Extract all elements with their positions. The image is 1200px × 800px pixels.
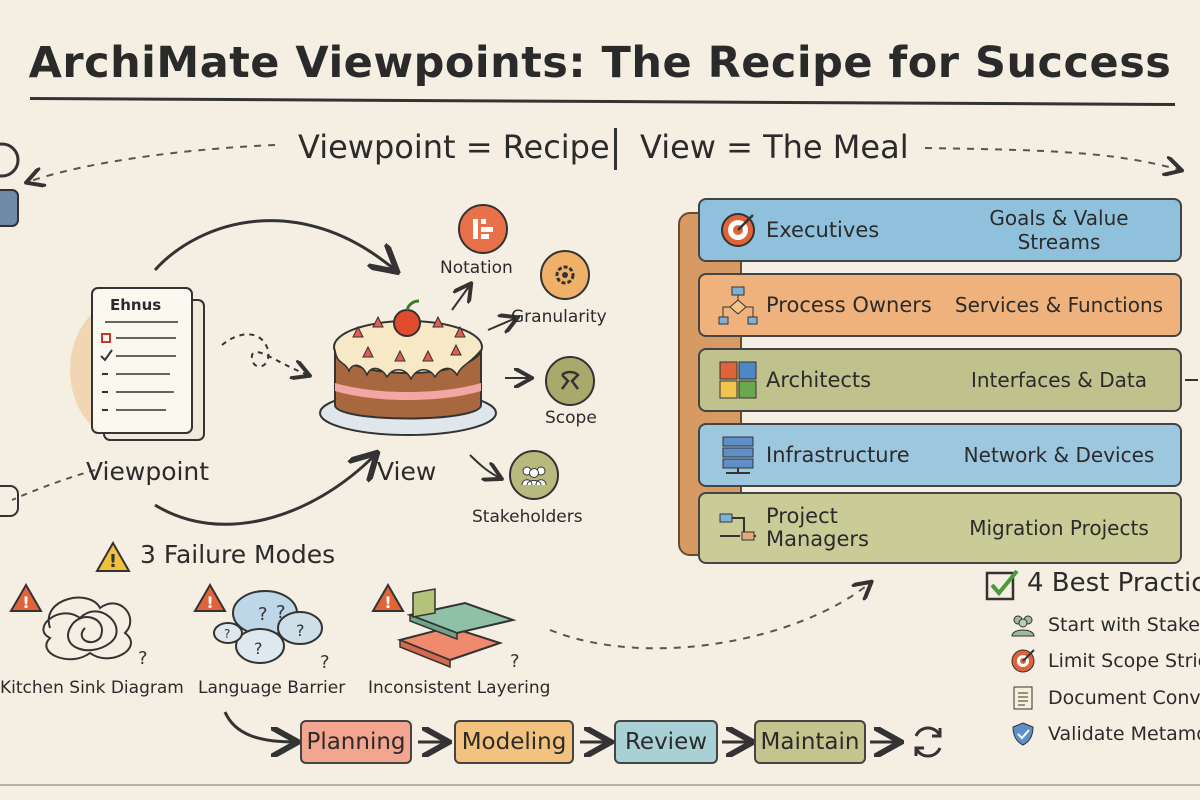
- gear-icon: [540, 250, 590, 300]
- best-practices-title: 4 Best Practic: [1027, 568, 1200, 598]
- stakeholder-name: Process Owners: [766, 293, 932, 317]
- subtitle-divider: [614, 128, 617, 170]
- layers-icon: ?: [396, 588, 520, 672]
- svg-text:!: !: [384, 593, 391, 612]
- svg-text:?: ?: [258, 604, 268, 625]
- subtitle-view-meal: View = The Meal: [640, 128, 909, 166]
- warning-icon: !: [193, 582, 227, 612]
- failure-modes-title: 3 Failure Modes: [140, 540, 336, 569]
- tangled-scribble-icon: ?: [42, 596, 148, 668]
- svg-text:!: !: [22, 593, 29, 612]
- process-step-modeling: Modeling: [454, 720, 574, 764]
- process-step-review: Review: [614, 720, 718, 764]
- process-step-maintain: Maintain: [754, 720, 866, 764]
- failure-kitchen-sink: Kitchen Sink Diagram: [0, 678, 184, 698]
- svg-text:?: ?: [320, 652, 330, 673]
- subtitle-viewpoint-recipe: Viewpoint = Recipe: [298, 128, 610, 166]
- aspect-scope: Scope: [545, 408, 597, 428]
- target-icon: [1011, 649, 1035, 673]
- stakeholder-focus: Interfaces & Data: [970, 368, 1148, 392]
- notation-icon: [458, 204, 508, 254]
- recipe-card-icon: [70, 287, 205, 441]
- svg-text:?: ?: [276, 602, 286, 623]
- stakeholder-row-executives: Executives Goals & Value Streams: [698, 198, 1182, 262]
- aspect-stakeholders: Stakeholders: [472, 507, 583, 527]
- cake-icon: [319, 299, 497, 436]
- speech-bubbles-icon: ?? ?? ??: [213, 590, 330, 673]
- warning-icon: !: [371, 582, 405, 612]
- stakeholder-name: Infrastructure: [766, 443, 910, 467]
- page-title: ArchiMate Viewpoints: The Recipe for Suc…: [28, 38, 1172, 88]
- flowchart-icon: [710, 285, 766, 325]
- document-icon: [1013, 686, 1033, 710]
- best-practice-1: Start with Stake: [1048, 614, 1200, 636]
- aspect-notation: Notation: [440, 258, 513, 278]
- aspect-granularity: Granularity: [511, 307, 607, 327]
- svg-text:?: ?: [296, 621, 305, 640]
- stakeholder-row-architects: Architects Interfaces & Data: [698, 348, 1182, 412]
- puzzle-icon: [710, 360, 766, 400]
- failure-language-barrier: Language Barrier: [198, 678, 346, 698]
- svg-text:?: ?: [138, 648, 148, 668]
- process-step-planning: Planning: [300, 720, 412, 764]
- recipe-card-title: Ehnus: [110, 296, 162, 314]
- warning-icon: !: [9, 582, 43, 612]
- checkbox-check-icon: [985, 569, 1019, 601]
- svg-text:?: ?: [510, 651, 520, 672]
- cycle-refresh-icon: [914, 726, 942, 758]
- view-label: View: [377, 457, 437, 486]
- bottom-divider: [0, 784, 1200, 786]
- timeline-icon: [710, 510, 766, 546]
- stakeholder-name: Executives: [766, 218, 880, 242]
- best-practice-2: Limit Scope Stric: [1048, 650, 1200, 672]
- target-icon: [710, 211, 766, 249]
- shield-icon: [1012, 722, 1034, 746]
- stakeholder-focus: Goals & Value Streams: [989, 206, 1129, 254]
- svg-text:?: ?: [254, 639, 263, 658]
- server-icon: [710, 435, 766, 475]
- stakeholder-name: Architects: [766, 368, 872, 392]
- stakeholders-icon: [509, 450, 559, 500]
- svg-text:!: !: [109, 551, 117, 572]
- svg-text:?: ?: [224, 627, 230, 641]
- viewpoint-label: Viewpoint: [86, 457, 210, 486]
- stakeholder-row-infrastructure: Infrastructure Network & Devices: [698, 423, 1182, 487]
- best-practice-4: Validate Metamo: [1048, 723, 1200, 745]
- stakeholder-focus: Network & Devices: [963, 443, 1155, 467]
- best-practice-3: Document Conve: [1048, 687, 1200, 709]
- scope-icon: [545, 356, 595, 406]
- warning-icon: !: [95, 540, 131, 572]
- stakeholder-name: Project Managers: [766, 503, 869, 551]
- stakeholder-row-project-managers: Project Managers Migration Projects: [698, 492, 1182, 564]
- stakeholder-row-process-owners: Process Owners Services & Functions: [698, 273, 1182, 337]
- stakeholder-focus: Services & Functions: [954, 293, 1164, 317]
- svg-text:!: !: [206, 593, 213, 612]
- people-icon: [1011, 615, 1035, 637]
- failure-inconsistent-layering: Inconsistent Layering: [368, 678, 551, 698]
- stakeholder-focus: Migration Projects: [969, 516, 1149, 540]
